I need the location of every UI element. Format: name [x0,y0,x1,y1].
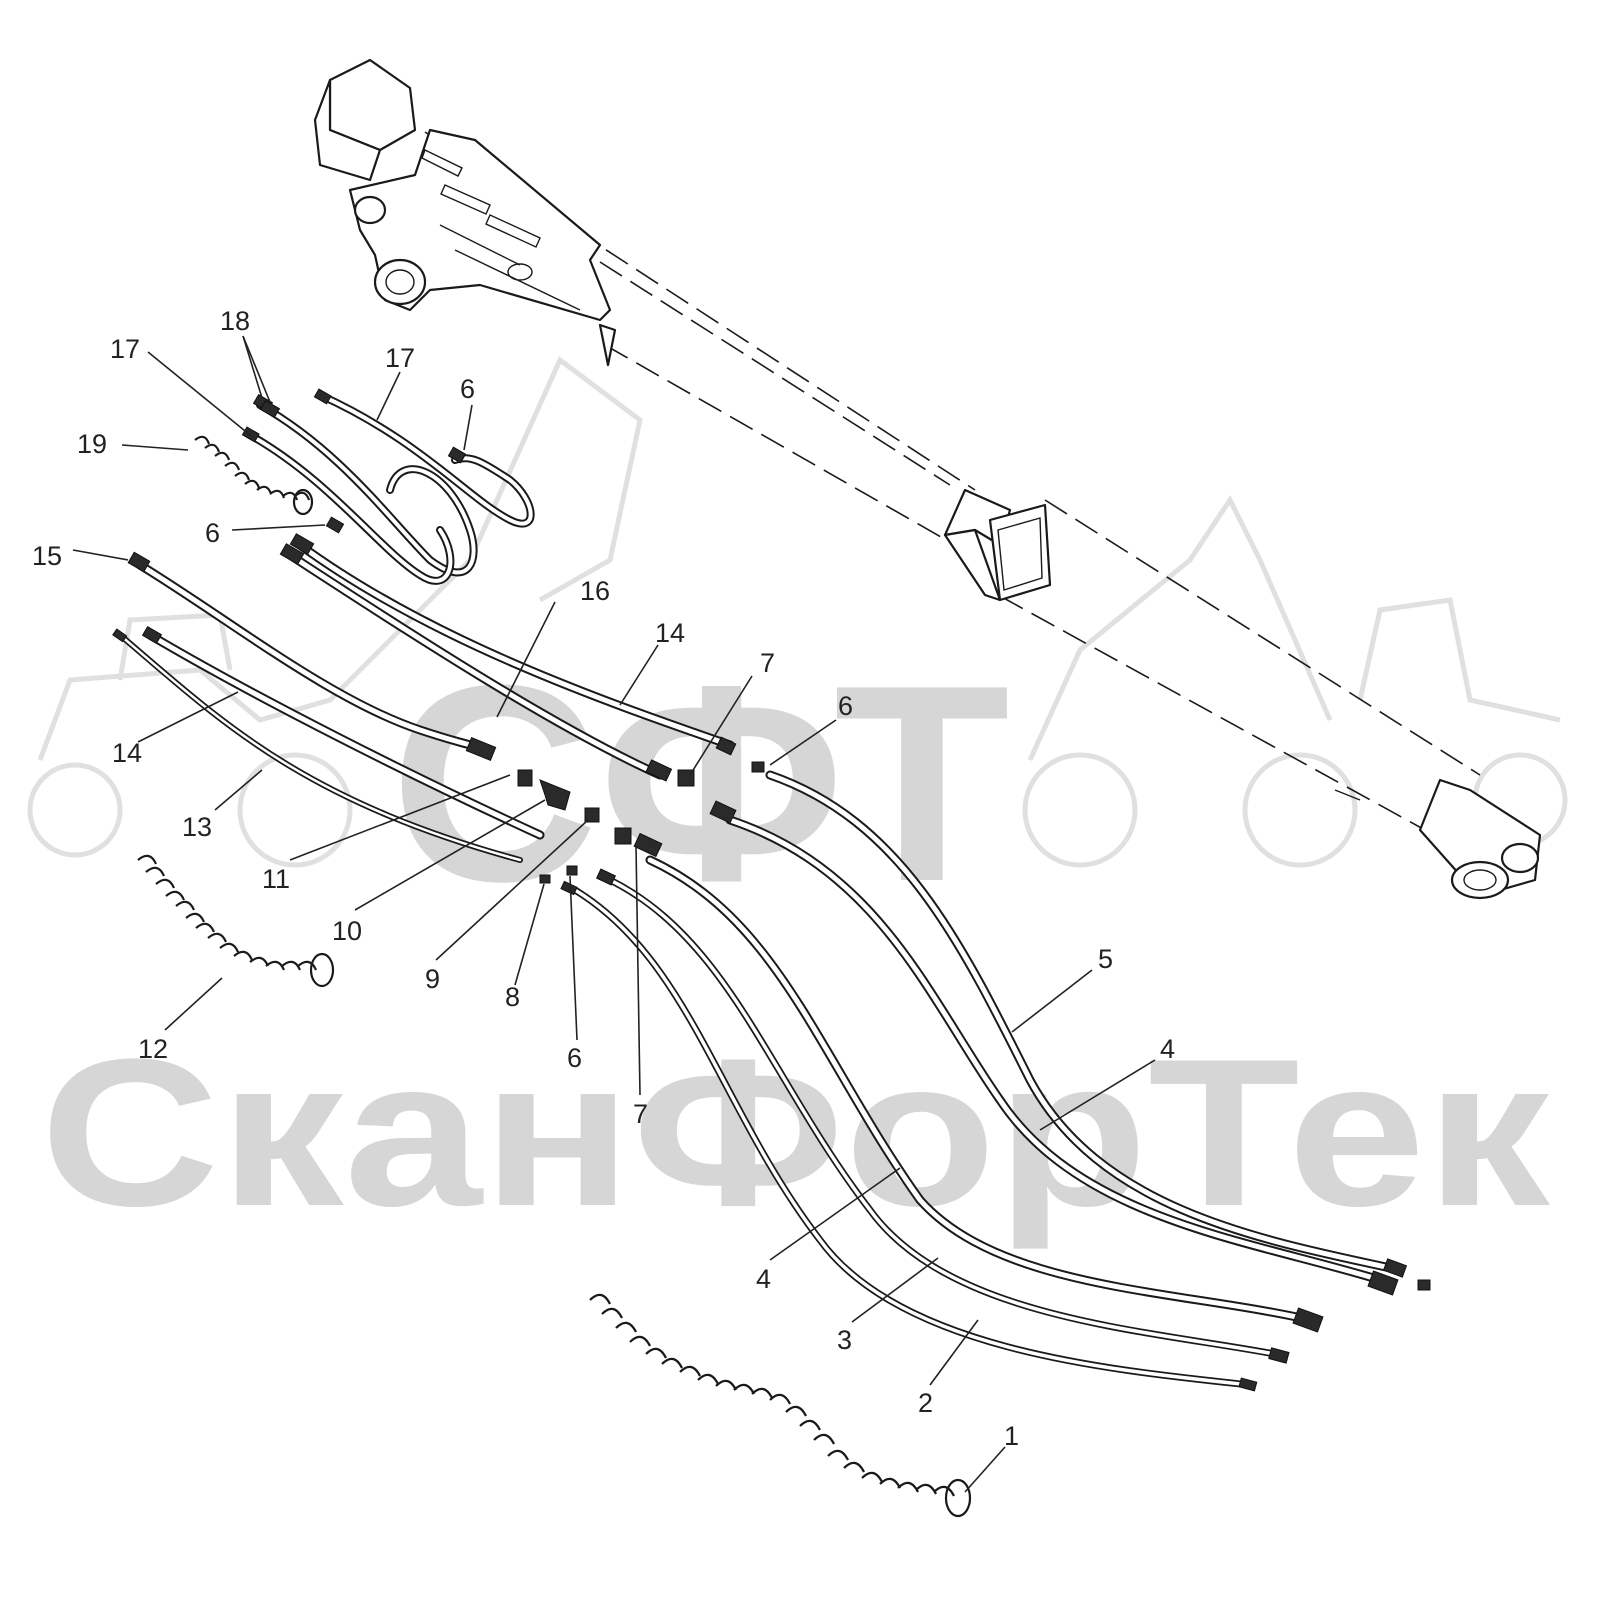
coil-12 [137,854,335,988]
hose-14-lower [145,630,545,840]
hose-13 [117,632,523,863]
callout-14-lower: 14 [112,738,142,768]
boom-mid-section [943,488,1052,602]
callout-6-top: 6 [460,374,475,404]
fitting-11 [517,769,533,787]
fitting-6-top [447,446,467,464]
hose-5 [765,770,1405,1275]
callout-8: 8 [505,982,520,1012]
callout-6-right: 6 [838,691,853,721]
hose-17-18-loop [246,391,535,585]
fitting-6-right [751,761,765,773]
callout-7-up: 7 [760,648,775,678]
watermark-tractor-left [27,356,643,868]
fitting-13-end [112,628,128,643]
callout-13: 13 [182,812,212,842]
fitting-14-end [141,625,163,645]
fitting-5-start [709,800,737,824]
watermark: СФТ СканФорТек [27,356,1568,1250]
callout-11: 11 [262,864,290,894]
hose-14-upper [295,540,735,750]
watermark-company-text: СканФорТек [40,1015,1551,1250]
callout-17-left: 17 [110,334,140,364]
callout-17-right: 17 [385,343,415,373]
callout-6-low: 6 [567,1043,582,1073]
hose-4-right [725,815,1385,1285]
callout-15: 15 [32,541,62,571]
fitting-4l-end [1292,1307,1324,1333]
fitting-9 [584,807,600,823]
callout-10: 10 [332,916,362,946]
fitting-15-end [127,551,151,573]
fitting-3-end [1268,1347,1290,1364]
callout-18: 18 [220,306,250,336]
callout-1: 1 [1004,1421,1019,1451]
fitting-17b [313,388,332,405]
fitting-10-tee [539,779,571,811]
coil-1 [589,1293,972,1518]
boom-tip [1334,778,1542,900]
fitting-end-cap [1417,1279,1431,1291]
leader-lines [72,335,1156,1493]
hose-2 [571,886,1254,1389]
fitting-2-end [1238,1377,1258,1392]
fitting-3-start [595,868,617,886]
fittings [112,388,1431,1392]
fitting-8 [539,874,551,884]
coil-19 [194,435,314,516]
fitting-6-mid [325,516,345,534]
fitting-6-low [566,865,578,876]
callout-4-left: 4 [756,1264,771,1294]
fitting-14-top-end [289,533,315,555]
callout-16: 16 [580,576,610,606]
callout-3: 3 [837,1325,852,1355]
callout-9: 9 [425,964,440,994]
callouts: 1 2 3 4 4 5 6 6 6 6 7 7 8 9 10 11 12 13 … [32,306,1175,1451]
boom-head [313,58,617,367]
hose-3 [606,876,1284,1359]
callout-6-mid: 6 [205,518,220,548]
fitting-7-low [614,827,632,845]
fitting-4-start [633,832,663,858]
fitting-18b [259,399,281,419]
callout-19: 19 [77,429,107,459]
hose-4-left [645,855,1315,1325]
fitting-5-end [1382,1258,1408,1278]
callout-5: 5 [1098,944,1113,974]
callout-7-low: 7 [633,1099,648,1129]
callout-14-upper: 14 [655,618,685,648]
boom-assembly [313,58,1542,900]
fitting-15-far [465,736,497,762]
fitting-16-end [279,543,305,565]
fitting-16-far [645,759,673,782]
callout-2: 2 [918,1388,933,1418]
callout-4-right: 4 [1160,1034,1175,1064]
hose-15 [135,560,495,755]
hose-16 [285,550,665,780]
callout-12: 12 [138,1034,168,1064]
hoses [117,391,1405,1389]
fitting-14-far [715,736,737,756]
fitting-4r-end [1367,1270,1399,1296]
